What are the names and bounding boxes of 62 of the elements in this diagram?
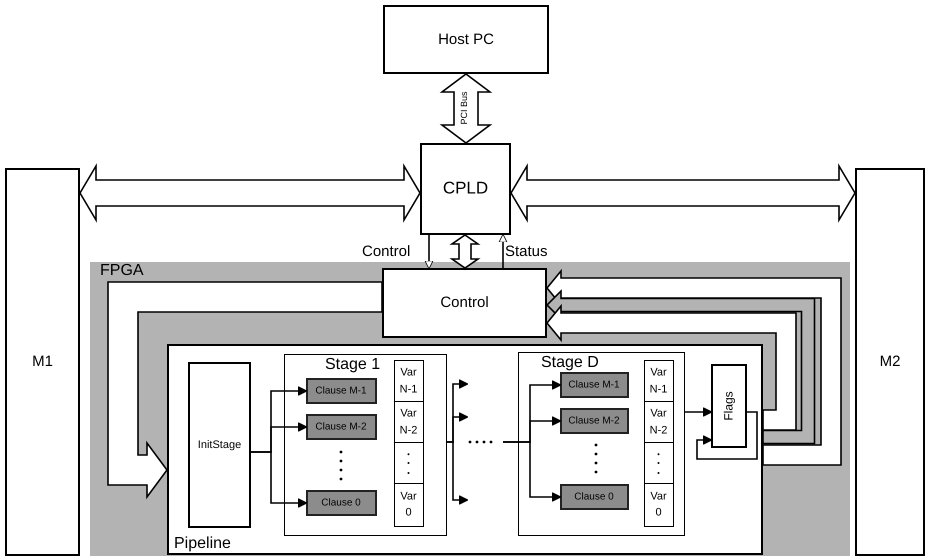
block-arrow <box>79 163 421 223</box>
variable-cell <box>644 400 674 444</box>
clause-box <box>560 484 628 510</box>
node-label: Clause 0 <box>321 497 361 508</box>
block-arrow <box>546 268 842 466</box>
block-arrow <box>107 281 383 500</box>
stage-heading: Stage D <box>539 354 601 372</box>
pipeline-box <box>167 344 763 555</box>
node-label: Clause M-1 <box>315 385 367 396</box>
node-label: Clause M-1 <box>568 379 620 390</box>
clause-box <box>306 414 376 440</box>
arrow <box>251 451 308 508</box>
block-arrow <box>510 163 856 223</box>
node-label: Var N-2 <box>648 406 668 438</box>
variable-cell <box>394 400 424 444</box>
variable-cell <box>394 442 424 484</box>
node-label: FPGA <box>100 262 144 280</box>
variable-cell <box>394 482 424 526</box>
clause-box <box>306 490 376 516</box>
variable-cell <box>394 360 424 402</box>
node-label: Var N-1 <box>398 366 418 397</box>
init-stage-box <box>188 362 251 528</box>
node-label: M1 <box>32 354 53 370</box>
block-arrow <box>546 289 816 444</box>
control-box <box>382 268 547 338</box>
variable-cell <box>644 442 674 484</box>
clause-box <box>560 372 628 398</box>
node-label: M2 <box>880 354 900 370</box>
node-label: Pipeline <box>174 535 231 553</box>
node-label: Clause M-2 <box>568 415 620 426</box>
node-label: InitStage <box>198 438 242 452</box>
host-pc-box <box>383 5 549 74</box>
block-arrow <box>449 234 481 269</box>
variable-cell <box>644 482 674 526</box>
node-label: CPLD <box>442 180 488 198</box>
flags-box <box>711 364 747 448</box>
variable-cell <box>644 360 674 402</box>
clause-box <box>306 378 376 404</box>
memory-box <box>855 168 925 556</box>
edge-label: PCI Bus <box>460 90 470 126</box>
stage-box <box>284 354 447 536</box>
clause-box <box>560 408 628 434</box>
node-label: Control <box>440 294 489 312</box>
node-label: Host PC <box>438 31 494 48</box>
arrow <box>447 441 468 505</box>
node-label: Var 0 <box>399 489 418 520</box>
stage-heading: Stage 1 <box>323 356 382 374</box>
arrow <box>685 407 712 417</box>
node-label: Var N-1 <box>648 366 668 397</box>
stage-box <box>518 352 685 536</box>
node-label: Clause 0 <box>574 491 614 502</box>
arrow <box>503 441 562 502</box>
node-label: Var N-2 <box>398 406 418 438</box>
arrow <box>424 235 434 270</box>
memory-box <box>5 168 80 556</box>
arrow <box>696 411 758 460</box>
cpld-box <box>420 143 511 235</box>
arrow <box>498 234 508 268</box>
node-label: Flags <box>722 391 736 421</box>
node-label: Var 0 <box>649 489 668 520</box>
block-arrow <box>546 304 797 431</box>
node-label: Clause M-2 <box>315 421 367 432</box>
